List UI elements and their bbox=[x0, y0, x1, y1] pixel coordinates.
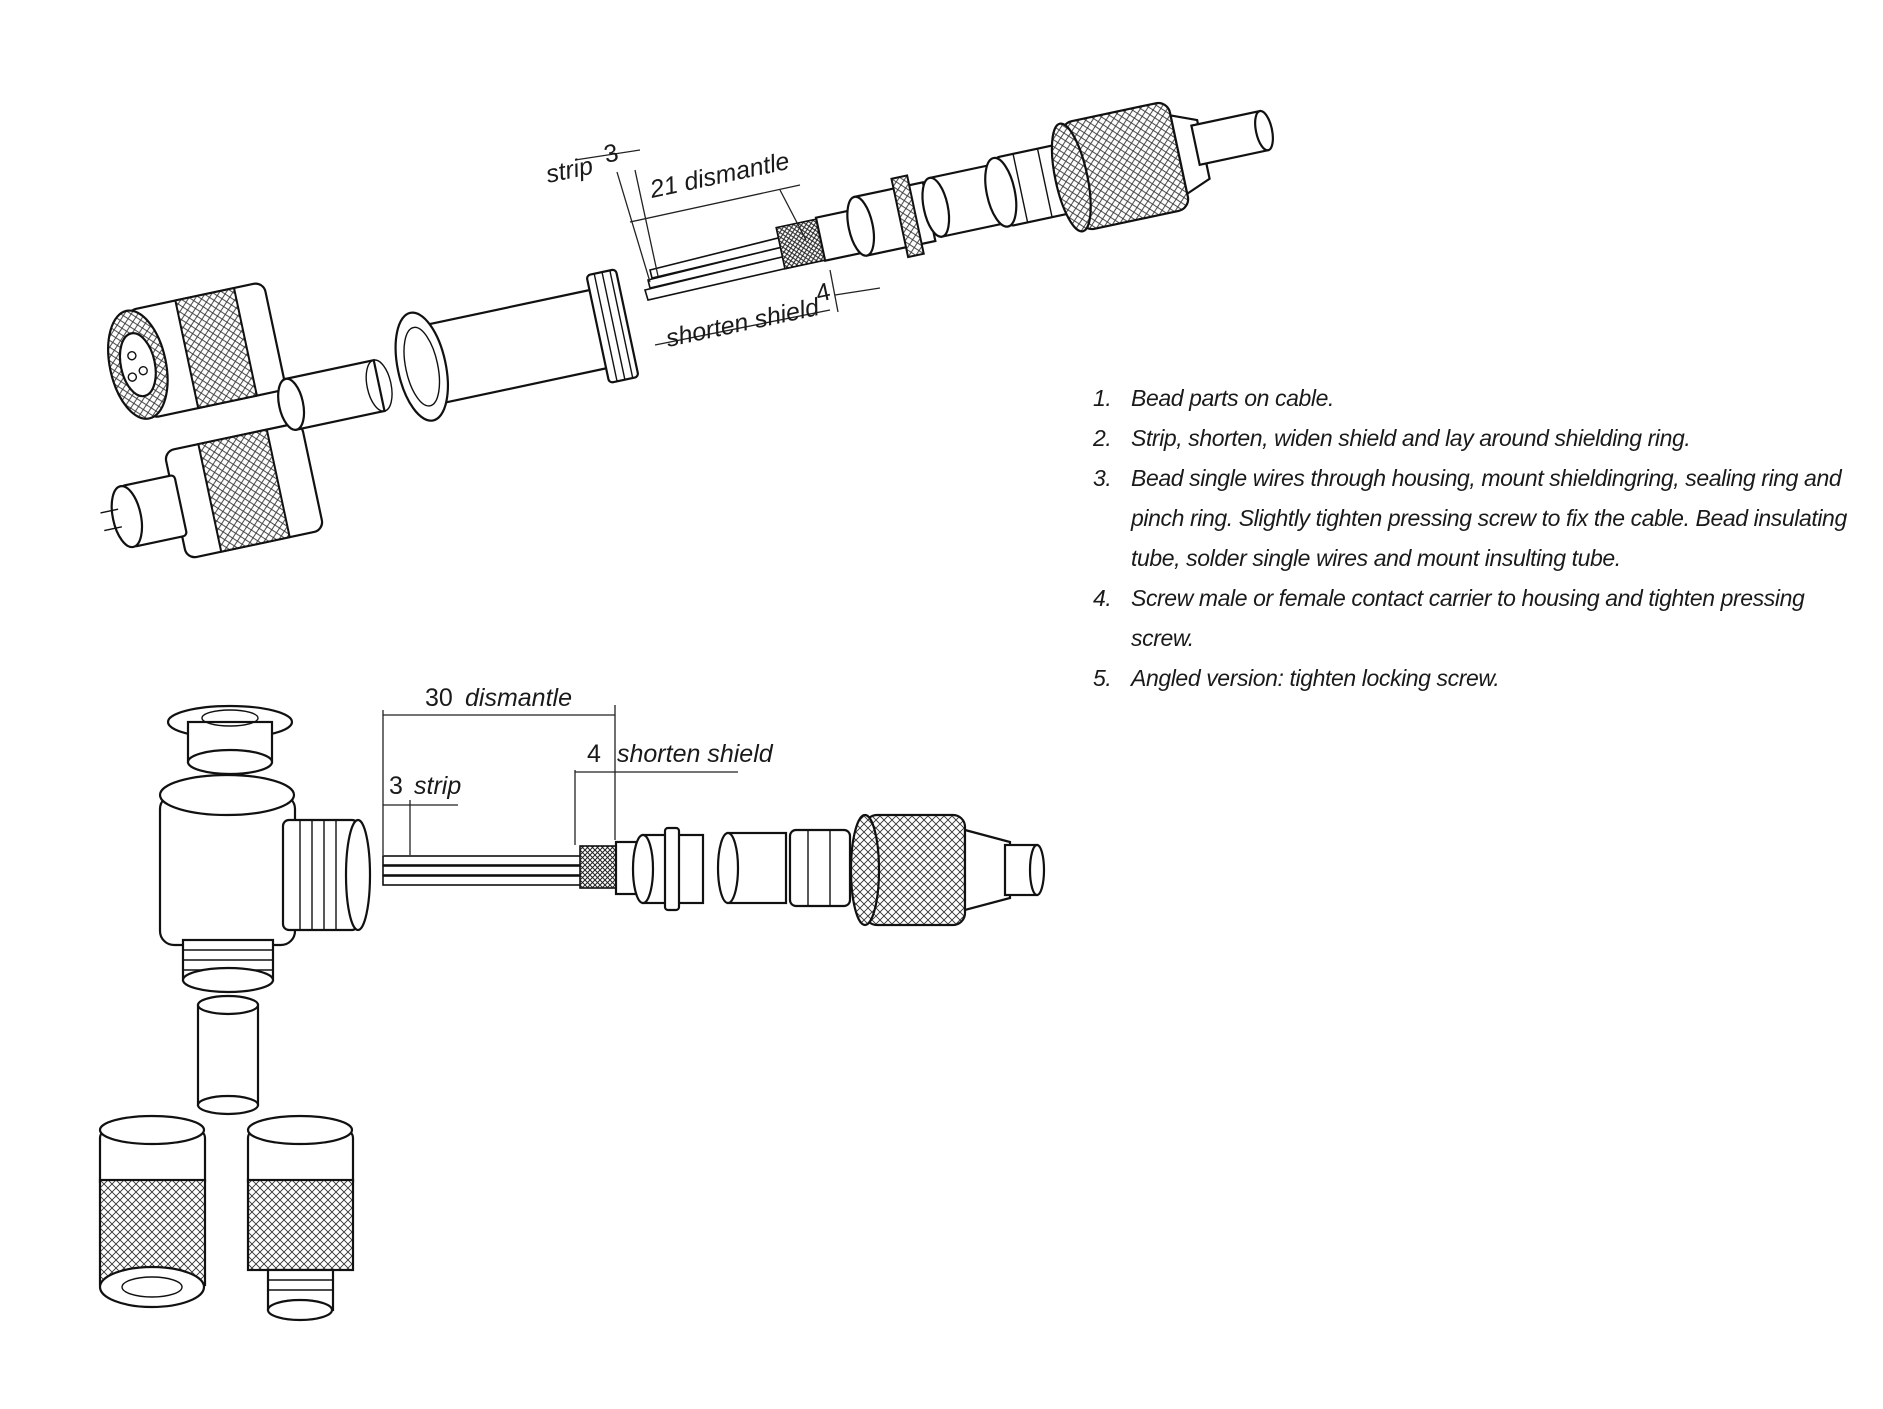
step-text: Strip, shorten, widen shield and lay aro… bbox=[1131, 425, 1691, 451]
bottom-dismantle-value: 30 bbox=[425, 684, 453, 712]
angled-housing bbox=[158, 773, 372, 994]
step-5: 5. Angled version: tighten locking screw. bbox=[1093, 658, 1853, 698]
top-dimension-lines bbox=[574, 149, 881, 346]
bottom-labels: 30 dismantle 4 shorten shield 3 strip bbox=[389, 684, 774, 800]
angled-assembly bbox=[98, 704, 1046, 1322]
bottom-shorten-value: 4 bbox=[587, 740, 601, 768]
angled-insulating-tube bbox=[196, 994, 260, 1116]
top-strip-value: 3 bbox=[601, 139, 620, 169]
angled-shielding-ring bbox=[631, 826, 705, 912]
step-1: 1. Bead parts on cable. bbox=[1093, 378, 1853, 418]
assembly-instructions: 1. Bead parts on cable. 2. Strip, shorten,… bbox=[1093, 378, 1853, 698]
pressing-screw bbox=[1050, 101, 1211, 233]
top-strip-label: strip bbox=[543, 152, 595, 189]
bottom-strip-label: strip bbox=[414, 772, 461, 800]
step-number: 1. bbox=[1093, 385, 1112, 411]
step-2: 2. Strip, shorten, widen shield and lay a… bbox=[1093, 418, 1853, 458]
male-contact-carrier bbox=[100, 423, 324, 559]
step-number: 3. bbox=[1093, 465, 1112, 491]
bottom-dismantle-label: dismantle bbox=[465, 684, 572, 712]
top-dismantle-label: 21 dismantle bbox=[646, 147, 791, 204]
step-text: Screw male or female contact carrier to … bbox=[1131, 585, 1805, 651]
step-number: 4. bbox=[1093, 585, 1112, 611]
female-contact-carrier bbox=[107, 282, 286, 420]
bottom-shorten-shield-label: shorten shield bbox=[617, 740, 774, 768]
bottom-dimension-lines bbox=[382, 705, 738, 855]
angled-cable bbox=[1003, 843, 1046, 897]
step-text: Bead parts on cable. bbox=[1131, 385, 1334, 411]
angled-pinch-ring bbox=[788, 828, 852, 908]
step-text: Bead single wires through housing, mount… bbox=[1131, 465, 1847, 571]
top-shorten-shield-label: shorten shield bbox=[663, 293, 822, 353]
housing bbox=[394, 268, 639, 422]
angled-cable-wires bbox=[382, 840, 648, 896]
step-4: 4. Screw male or female contact carrier t… bbox=[1093, 578, 1853, 658]
angled-sealing-ring bbox=[716, 831, 788, 905]
step-number: 5. bbox=[1093, 665, 1112, 691]
step-3: 3. Bead single wires through housing, mou… bbox=[1093, 458, 1853, 578]
insulating-tube bbox=[277, 358, 393, 432]
cable bbox=[1190, 109, 1274, 167]
shielding-ring bbox=[846, 174, 937, 259]
top-shorten-value: 4 bbox=[813, 278, 833, 308]
step-text: Angled version: tighten locking screw. bbox=[1131, 665, 1500, 691]
angled-pressing-screw bbox=[849, 813, 1012, 927]
cable-wires bbox=[643, 205, 876, 301]
straight-assembly bbox=[100, 101, 1274, 559]
angled-female-contact-carrier bbox=[98, 1114, 207, 1309]
angled-male-contact-carrier bbox=[246, 1114, 355, 1322]
bottom-strip-value: 3 bbox=[389, 772, 403, 800]
locking-screw bbox=[166, 704, 294, 776]
step-number: 2. bbox=[1093, 425, 1112, 451]
